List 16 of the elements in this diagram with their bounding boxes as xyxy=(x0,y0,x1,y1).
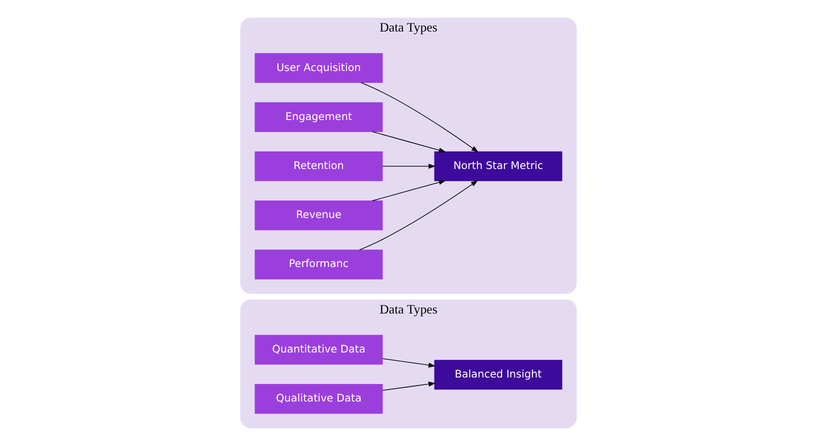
arrow xyxy=(359,180,478,250)
node-box: Balanced Insight xyxy=(434,360,562,390)
arrow xyxy=(372,180,446,202)
node-box: Retention xyxy=(254,151,383,182)
arrow xyxy=(372,131,446,153)
arrow xyxy=(382,358,436,368)
node-box: Performanc xyxy=(254,250,383,280)
node-box: User Acquisition xyxy=(254,53,383,83)
node-box: Quantitative Data xyxy=(254,334,383,365)
node-box: North Star Metric xyxy=(434,151,562,182)
arrow xyxy=(382,164,436,169)
arrow xyxy=(360,82,479,152)
node-box: Engagement xyxy=(254,102,383,132)
arrow xyxy=(382,382,436,391)
node-box: Revenue xyxy=(254,200,383,230)
node-box: Qualitative Data xyxy=(254,384,383,414)
